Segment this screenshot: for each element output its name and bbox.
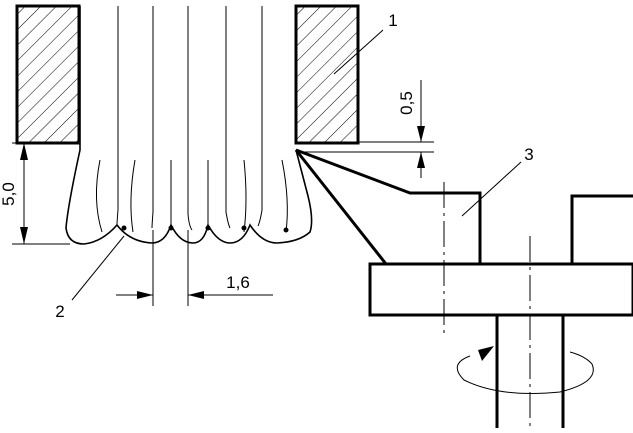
strip-bundle (65, 6, 313, 245)
dimension-gap: 0,5 (296, 80, 434, 178)
label-part-2: 2 (55, 302, 64, 321)
cutting-tool (294, 148, 633, 428)
dimension-width: 1,6 (116, 230, 273, 306)
right-clamp-block (294, 4, 360, 145)
left-clamp-block (15, 4, 81, 145)
leader-part-3: 3 (461, 145, 534, 217)
dimension-label-width: 1,6 (226, 273, 250, 292)
leader-part-1: 1 (333, 11, 398, 75)
label-part-3: 3 (524, 145, 533, 164)
leader-part-2: 2 (55, 235, 125, 321)
label-part-1: 1 (388, 11, 397, 30)
tool-base-plate (368, 262, 633, 317)
dimension-label-height: 5,0 (0, 182, 18, 206)
dimension-height: 5,0 (0, 142, 80, 245)
rotation-arrow (456, 346, 594, 394)
dimension-label-gap: 0,5 (397, 91, 416, 115)
